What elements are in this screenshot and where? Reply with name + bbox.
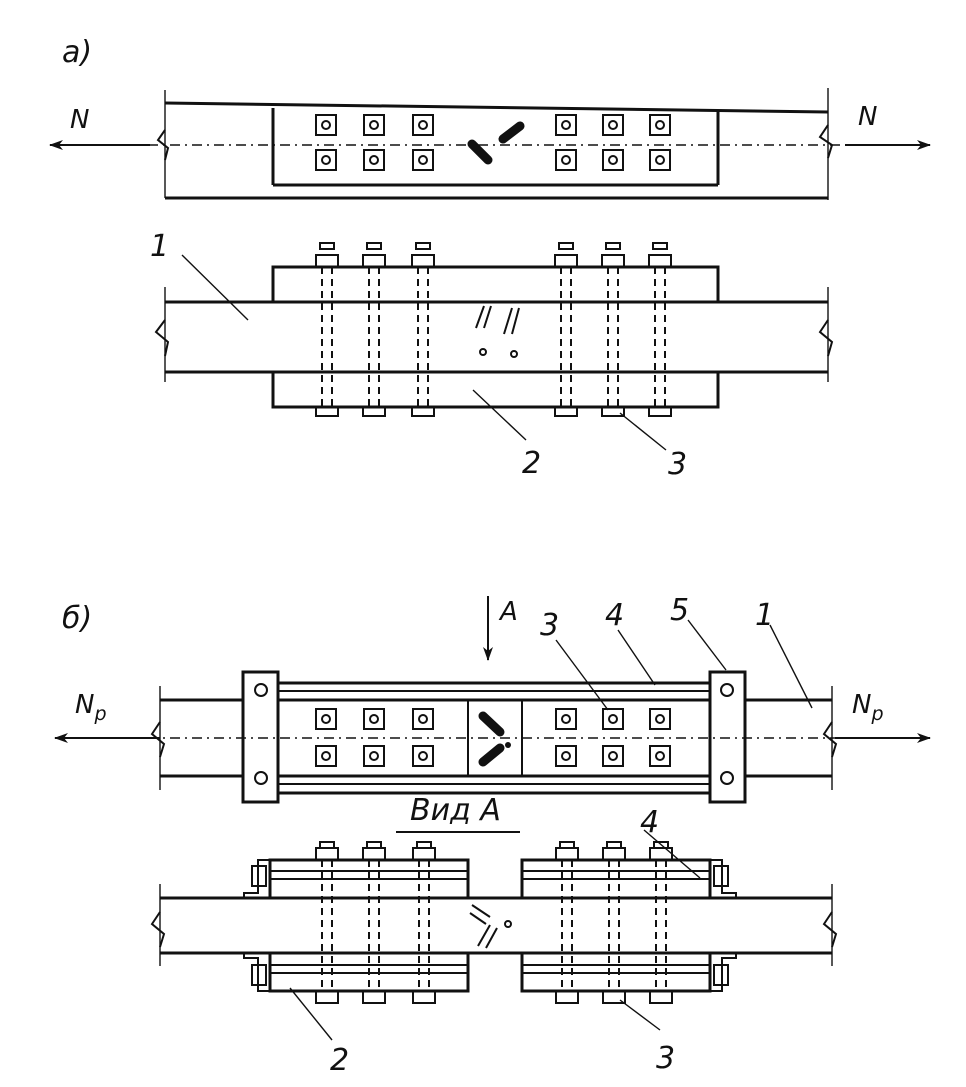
bolt-group-a-right [555, 114, 671, 171]
panel-a-force-right: N [858, 102, 877, 132]
bolt-group-b-right [555, 708, 671, 767]
callout-b-4: 4 [605, 598, 624, 633]
dowel-a-1 [467, 139, 493, 165]
panel-a-plan: a) N N [49, 35, 931, 200]
panel-b-elevation: 4 2 3 [150, 805, 838, 1078]
panel-b-force-left: Np [75, 690, 107, 725]
callout-b-3: 3 [540, 608, 559, 643]
bolt-group-a-left [315, 114, 434, 171]
callout-b-bottom-3: 3 [656, 1041, 675, 1076]
bolts-a-elevation [315, 242, 672, 417]
callout-a-1: 1 [150, 229, 169, 264]
callout-b-bottom-2: 2 [330, 1043, 349, 1078]
panel-a-force-left: N [70, 105, 89, 135]
dowel-b-1 [478, 711, 505, 737]
panel-b-plan: б) A Np [54, 593, 931, 804]
bolts-b-elevation [315, 841, 673, 1004]
dowel-b-2 [478, 743, 505, 767]
view-title: Вид А [410, 793, 501, 828]
view-arrow-label: A [498, 597, 518, 627]
dowel-a-2 [498, 121, 525, 144]
panel-a-label: a) [62, 35, 92, 70]
bolt-group-b-left [315, 708, 434, 767]
callout-b-5: 5 [670, 593, 689, 628]
panel-a-elevation: 1 2 3 [150, 229, 834, 482]
panel-b-label: б) [62, 601, 92, 636]
panel-b-force-right: Np [852, 690, 884, 725]
callout-b-1: 1 [755, 598, 774, 633]
callout-b-bottom-4: 4 [640, 805, 659, 840]
callout-a-3: 3 [668, 447, 687, 482]
callout-a-2: 2 [522, 446, 541, 481]
